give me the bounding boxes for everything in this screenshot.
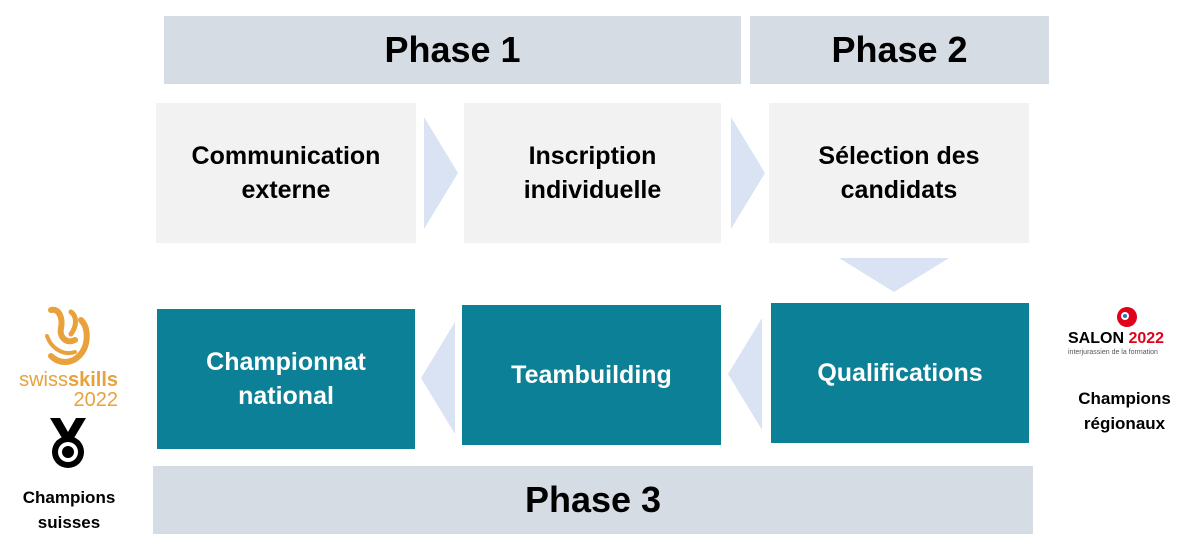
right-caption-line2: régionaux bbox=[1083, 413, 1166, 433]
swissskills-logo: swissskills 2022 bbox=[8, 306, 128, 410]
step-label-line1: Championnat bbox=[206, 347, 366, 376]
left-caption-line1: Champions bbox=[22, 488, 116, 507]
right-caption-line1: Champions bbox=[1078, 389, 1171, 408]
step-inscription-individuelle: Inscription individuelle bbox=[464, 103, 721, 243]
chevron-arrow-icon bbox=[424, 117, 458, 229]
salon-tagline: interjurassien de la formation bbox=[1068, 349, 1158, 356]
step-label-line1: Communication bbox=[191, 141, 381, 170]
step-label-line2: national bbox=[238, 382, 334, 410]
right-caption: Champions régionaux bbox=[1060, 387, 1189, 436]
swissskills-year: 2022 bbox=[73, 389, 119, 411]
step-label-line1: Qualifications bbox=[817, 358, 983, 387]
left-caption: Champions suisses bbox=[0, 486, 138, 535]
chevron-arrow-icon bbox=[728, 318, 762, 430]
step-label-line1: Teambuilding bbox=[511, 360, 672, 389]
medal-icon bbox=[50, 418, 86, 468]
step-label-line2: externe bbox=[241, 176, 331, 204]
salon-emblem-icon bbox=[1117, 307, 1137, 327]
salon-year: 2022 bbox=[1128, 330, 1165, 347]
salon-logo: SALON 2022 interjurassien de la formatio… bbox=[1068, 306, 1188, 372]
phase-1-label: Phase 1 bbox=[384, 29, 521, 70]
swissskills-word1: swiss bbox=[19, 369, 68, 391]
step-qualifications: Qualifications bbox=[771, 303, 1029, 443]
left-caption-line2: suisses bbox=[37, 512, 101, 532]
step-label-line2: individuelle bbox=[523, 176, 662, 204]
step-championnat-national: Championnat national bbox=[157, 309, 415, 449]
chevron-arrow-icon bbox=[731, 117, 765, 229]
phase-2-label: Phase 2 bbox=[831, 29, 968, 70]
swissskills-word2: skills bbox=[67, 369, 118, 391]
phase-3-bar: Phase 3 bbox=[153, 466, 1033, 534]
step-label-line1: Sélection des bbox=[818, 141, 980, 170]
chevron-arrow-icon bbox=[421, 322, 455, 434]
chevron-arrow-icon bbox=[839, 258, 949, 292]
step-teambuilding: Teambuilding bbox=[462, 305, 721, 445]
swissskills-figure-icon bbox=[45, 306, 90, 365]
step-communication-externe: Communication externe bbox=[156, 103, 416, 243]
phase-2-bar: Phase 2 bbox=[750, 16, 1049, 84]
phase-3-label: Phase 3 bbox=[524, 479, 662, 520]
salon-word: SALON bbox=[1068, 330, 1124, 347]
step-selection-des-candidats: Sélection des candidats bbox=[769, 103, 1029, 243]
phase-1-bar: Phase 1 bbox=[164, 16, 741, 84]
step-label-line1: Inscription bbox=[528, 141, 657, 170]
step-label-line2: candidats bbox=[840, 176, 958, 204]
